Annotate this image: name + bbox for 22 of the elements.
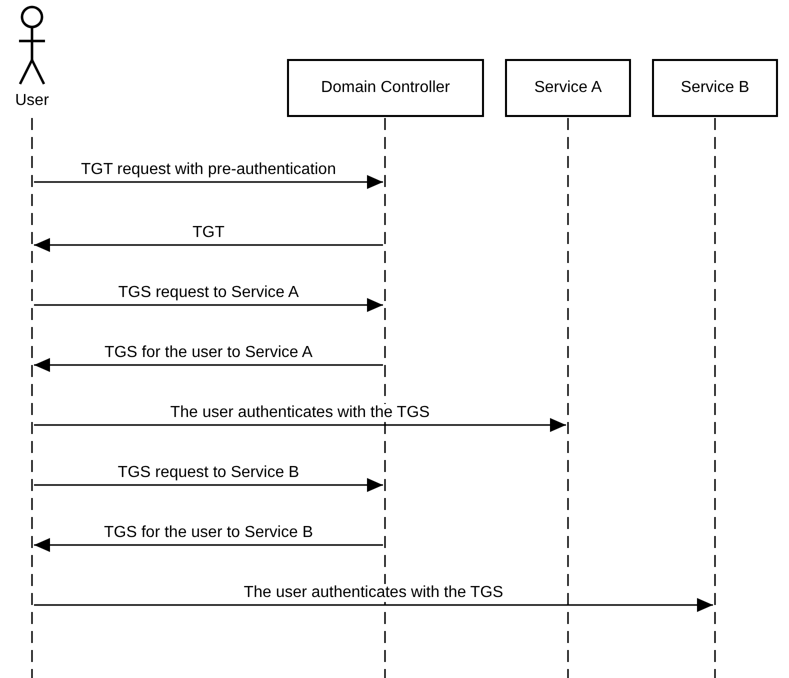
lifeline	[566, 118, 570, 678]
participant-box	[505, 59, 631, 117]
message-arrow	[34, 175, 383, 189]
participant-label: Domain Controller	[321, 79, 450, 97]
edge-label: TGS request to Service A	[116, 284, 301, 302]
participant-label: Service A	[534, 79, 602, 97]
edge-label: TGT request with pre-authentication	[79, 161, 338, 179]
message-arrow	[34, 298, 383, 312]
message-arrow	[34, 238, 383, 252]
edge-label: The user authenticates with the TGS	[242, 584, 506, 602]
message-arrow	[34, 538, 383, 552]
message-arrow	[34, 478, 383, 492]
lifeline	[30, 118, 34, 678]
participant-box	[287, 59, 484, 117]
lifeline	[713, 118, 717, 678]
participant-label: Service B	[680, 79, 750, 97]
message-arrow	[34, 358, 383, 372]
edge-label: TGS request to Service B	[116, 464, 302, 482]
actor-label: User	[15, 92, 49, 110]
message-arrow	[34, 418, 566, 432]
participant-box	[652, 59, 778, 117]
message-arrow	[34, 598, 713, 612]
